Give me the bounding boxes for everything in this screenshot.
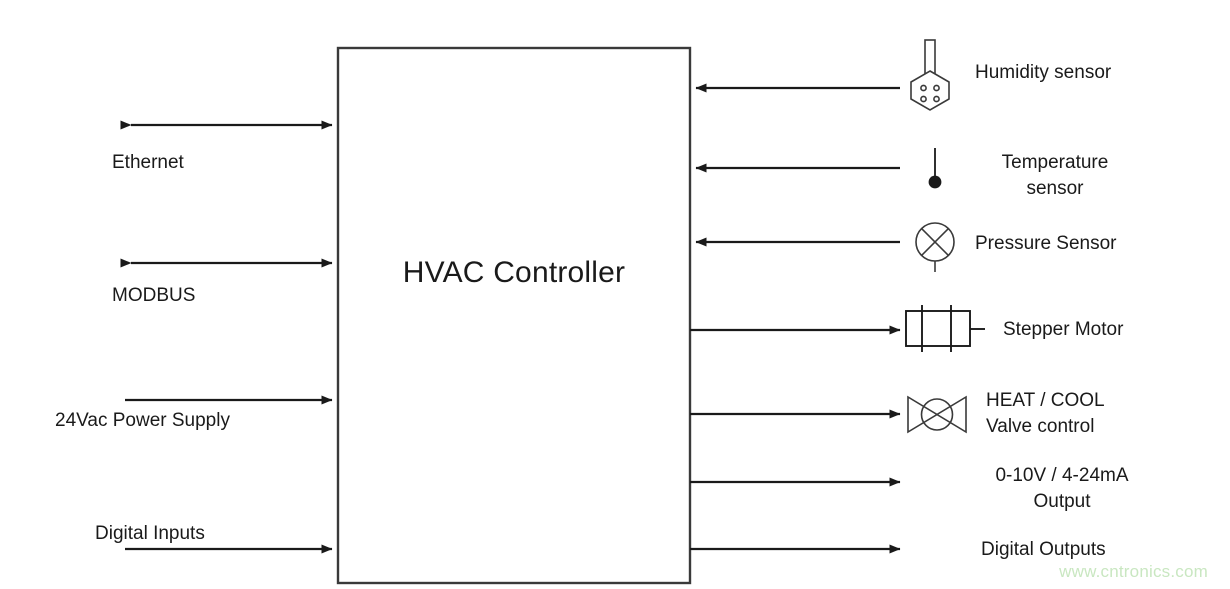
label-modbus: MODBUS [112,285,196,306]
label-stepper-motor: Stepper Motor [1003,319,1124,340]
pressure-sensor-icon [915,222,955,272]
stepper-motor-icon [905,305,985,352]
label-digital-outputs: Digital Outputs [981,539,1106,560]
label-power-supply: 24Vac Power Supply [55,410,230,431]
label-ethernet: Ethernet [112,152,184,173]
label-temperature-sensor: Temperature sensor [1001,152,1109,199]
controller-box [336,46,692,585]
label-valve-control: HEAT / COOL Valve control [986,390,1105,437]
valve-icon [907,395,967,434]
label-humidity-sensor: Humidity sensor [975,62,1112,83]
label-pressure-sensor: Pressure Sensor [975,233,1117,254]
humidity-sensor-icon [910,39,950,111]
label-digital-inputs: Digital Inputs [95,523,205,544]
label-analog-output: 0-10V / 4-24mA Output [995,465,1129,512]
temperature-sensor-icon [928,148,942,189]
site-watermark: www.cntronics.com [1059,562,1208,581]
controller-box-label: HVAC Controller [402,256,626,289]
